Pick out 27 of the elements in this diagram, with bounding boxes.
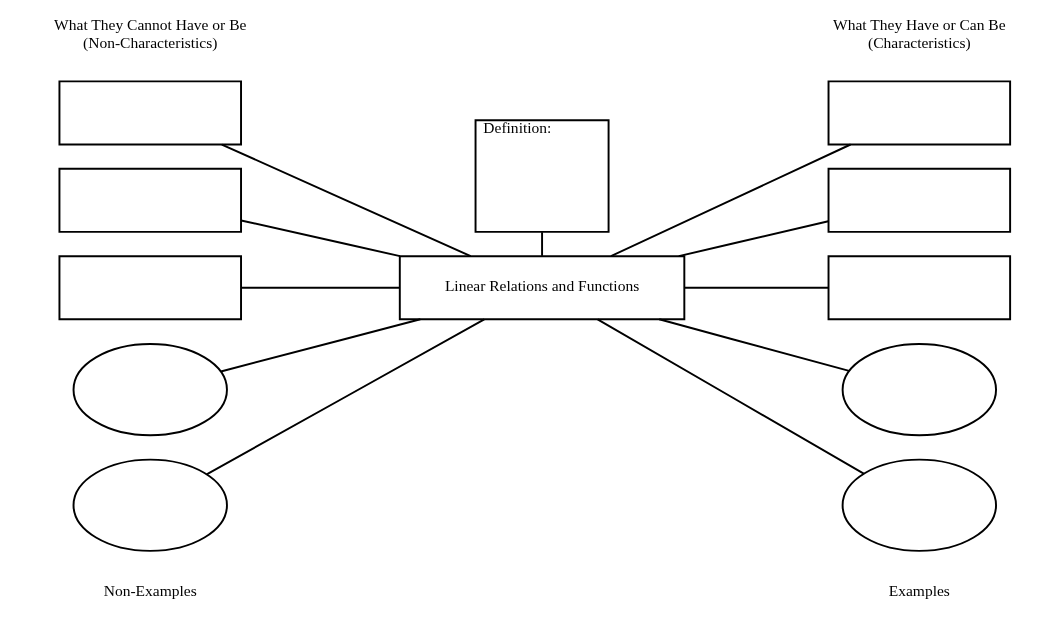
node-box — [58, 255, 242, 321]
connector — [541, 231, 544, 257]
connector — [596, 318, 865, 475]
connector — [677, 220, 830, 258]
connector — [610, 143, 852, 258]
node-box — [827, 255, 1012, 321]
node-ellipse — [72, 458, 228, 552]
connector — [683, 286, 830, 289]
label: Non-Examples — [103, 582, 197, 600]
node-box — [827, 80, 1012, 146]
label: What They Have or Can Be (Characteristics) — [833, 16, 1006, 51]
connector — [220, 143, 472, 258]
connector — [219, 318, 422, 373]
node-box: Linear Relations and Functions — [398, 255, 686, 321]
node-ellipse — [841, 458, 997, 552]
connector — [658, 318, 851, 372]
label: Examples — [888, 582, 950, 600]
connector — [240, 286, 401, 289]
node-box: Definition: — [474, 119, 610, 233]
connector — [205, 318, 486, 476]
node-box — [58, 167, 242, 233]
node-box — [827, 167, 1012, 233]
label: What They Cannot Have or Be (Non-Characteristics) — [54, 16, 247, 51]
connector — [240, 219, 402, 258]
node-ellipse — [841, 343, 997, 437]
node-box — [58, 80, 242, 146]
node-ellipse — [72, 343, 228, 437]
